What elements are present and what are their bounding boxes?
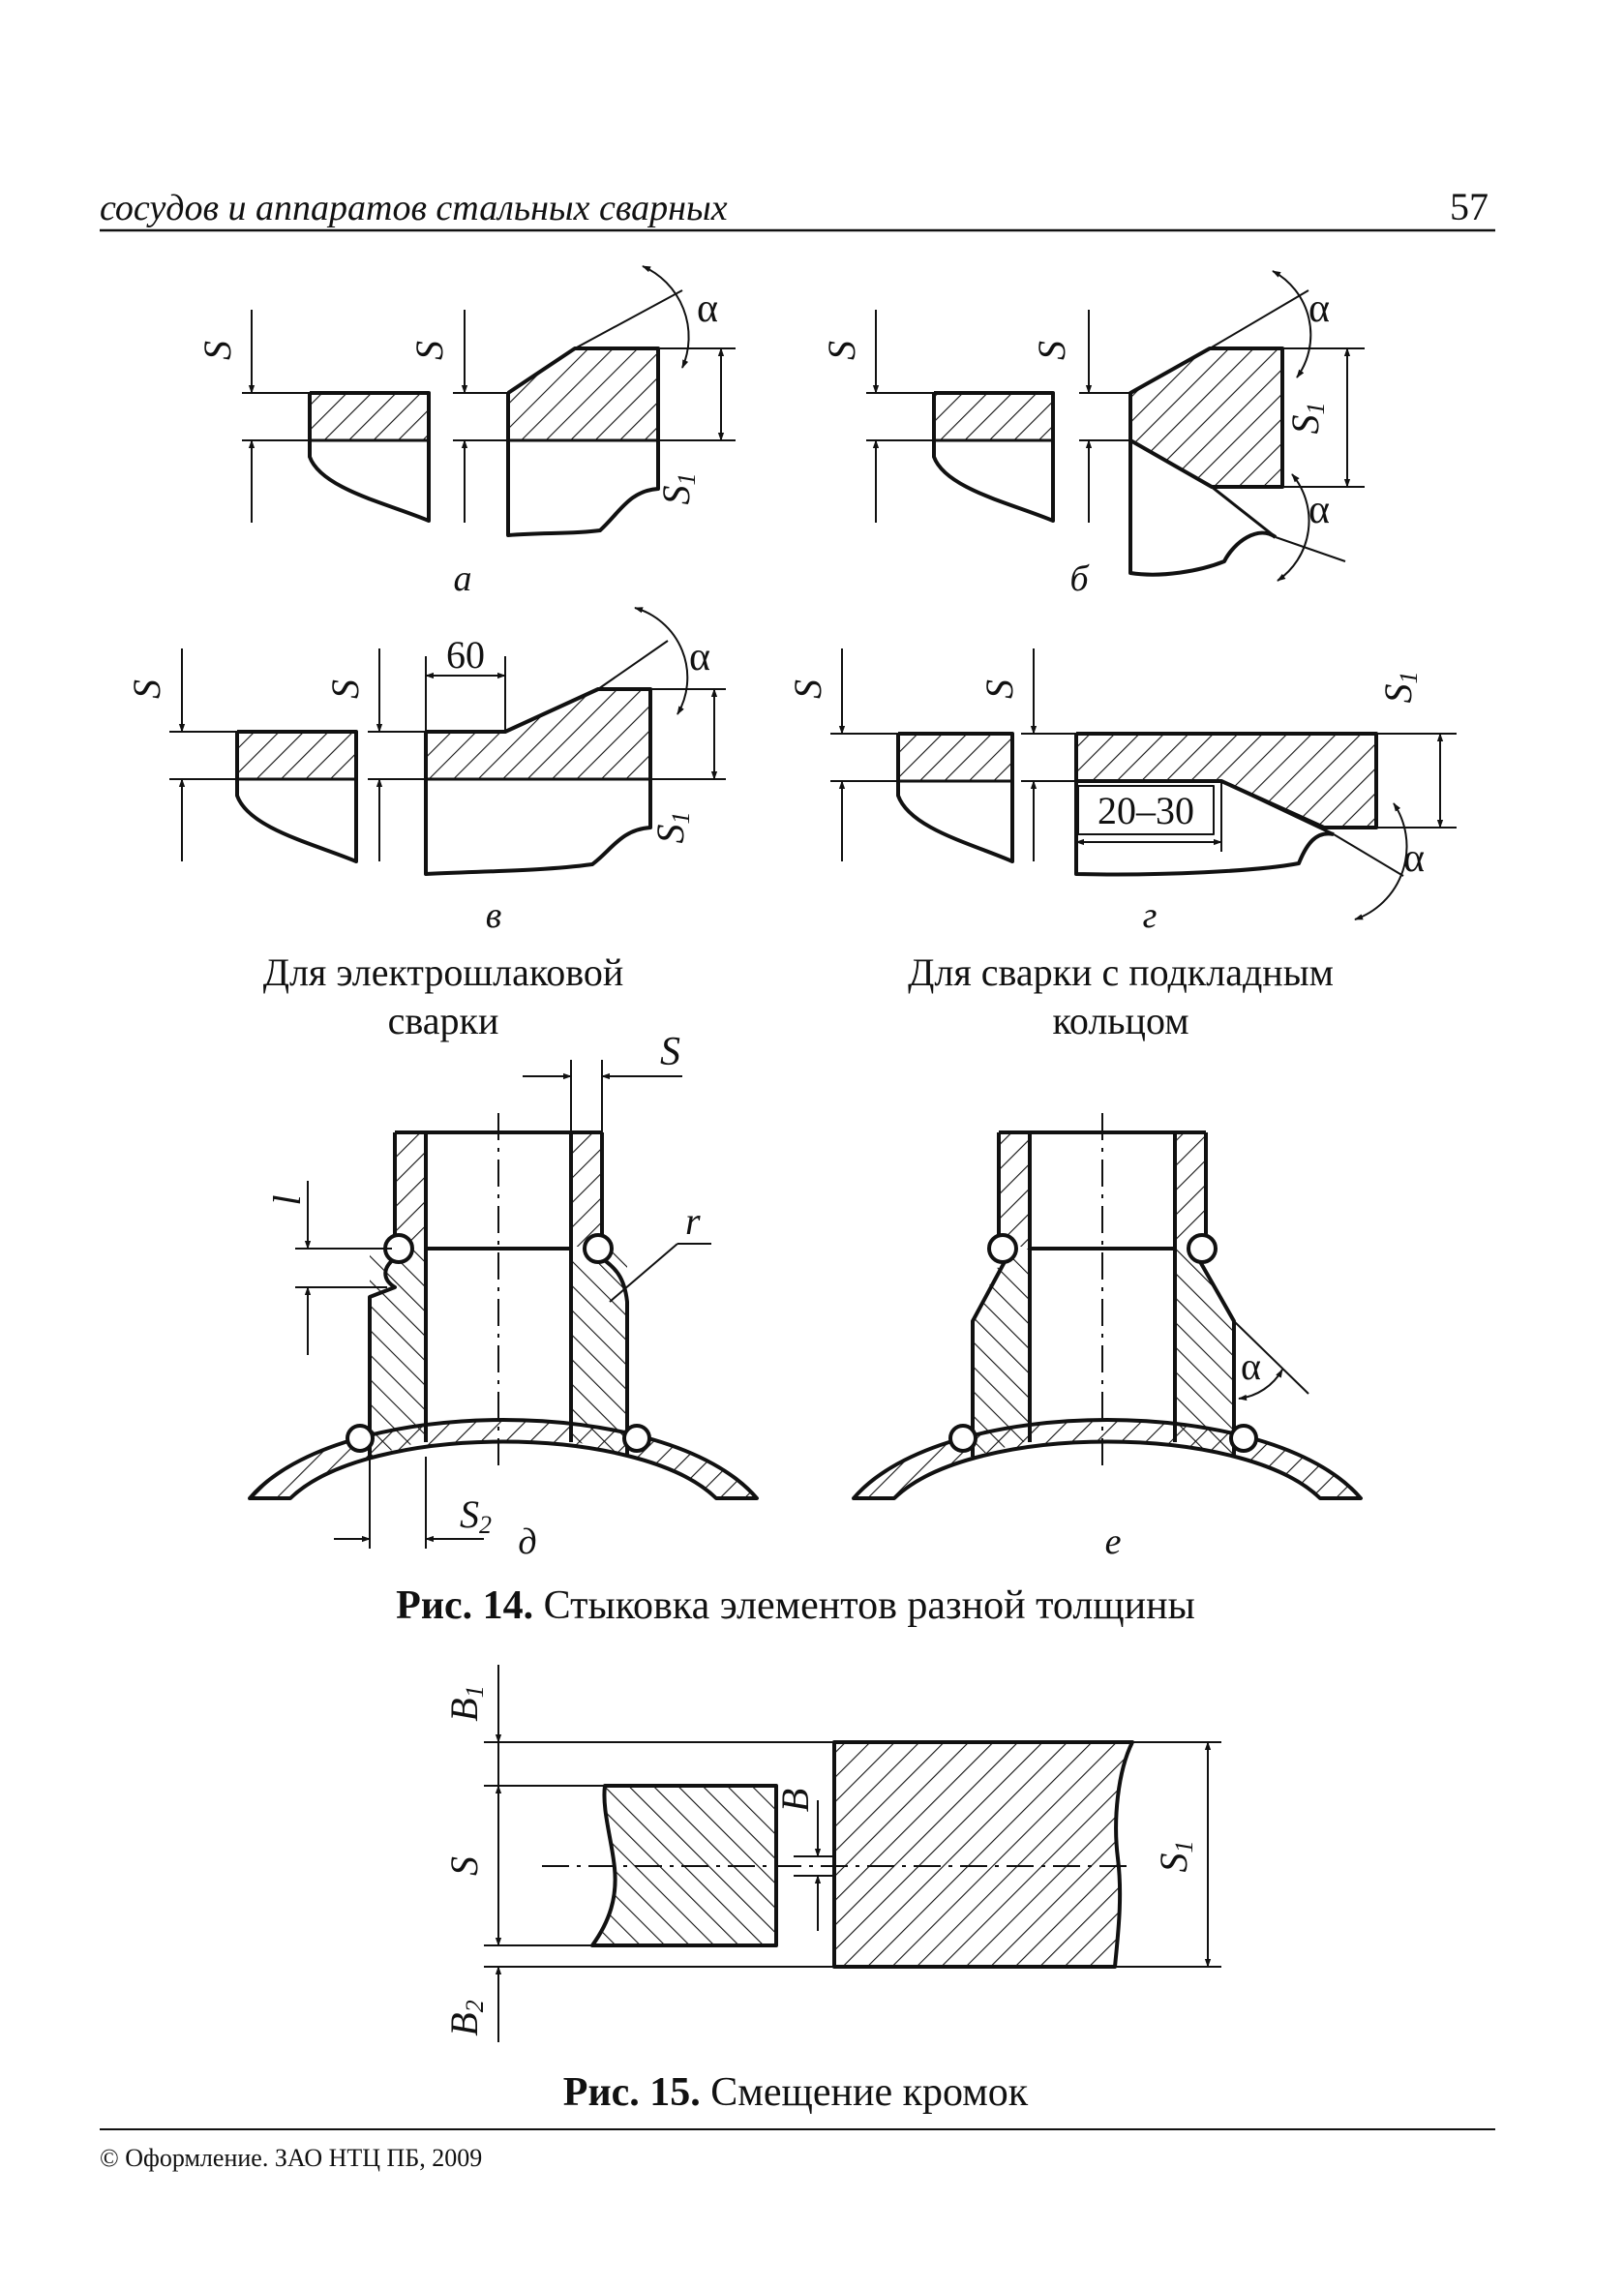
nozzle-outline (346, 1130, 651, 1457)
dim-s2 (334, 1457, 484, 1549)
figure-14: S S α S1 а (125, 265, 1457, 1628)
dim-s-thin (830, 648, 898, 861)
dim-20-30 (1075, 781, 1222, 852)
label-s: S (195, 341, 239, 360)
panel-g: S 20–30 S (786, 648, 1457, 936)
label-b: B (773, 1789, 817, 1812)
label-alpha-top: α (1308, 286, 1330, 331)
dim-l (295, 1181, 392, 1355)
dim-s-thin (169, 648, 237, 861)
label-s1: S1 (654, 473, 701, 505)
page-header: сосудов и аппаратов стальных сварных 57 (100, 185, 1495, 232)
figure-15-caption: Рис. 15. Смещение кромок (563, 2070, 1029, 2115)
panel-label-b: б (1069, 558, 1090, 599)
dim-60 (425, 656, 506, 732)
dim-s1 (1333, 733, 1457, 920)
running-title: сосудов и аппаратов стальных сварных (100, 188, 728, 228)
label-alpha-bottom: α (1308, 488, 1330, 532)
dim-s1 (574, 265, 736, 441)
label-s: S (407, 341, 451, 360)
page-footer: © Оформление. ЗАО НТЦ ПБ, 2009 (100, 2128, 1495, 2172)
caption-backing-ring: Для сварки с подкладным (908, 950, 1334, 994)
panel-a: S S α S1 а (195, 265, 736, 599)
thin-plate (308, 391, 431, 523)
label-b1: B1 (442, 1685, 489, 1721)
thin-plate (235, 730, 358, 863)
label-s: S (820, 341, 863, 360)
label-s1: S1 (648, 812, 695, 844)
label-alpha: α (1241, 1344, 1261, 1388)
label-s: S (786, 679, 829, 699)
label-s2: S2 (460, 1492, 492, 1539)
caption-backing-ring-2: кольцом (1052, 999, 1188, 1042)
label-s: S (323, 679, 367, 699)
thick-plate (424, 687, 652, 876)
figure-14-caption: Рис. 14. Стыковка элементов разной толщи… (396, 1583, 1195, 1628)
copyright: © Оформление. ЗАО НТЦ ПБ, 2009 (100, 2144, 482, 2172)
label-20-30: 20–30 (1098, 789, 1194, 832)
page-number: 57 (1450, 185, 1489, 228)
caption-electroslag: Для электрошлаковой (263, 950, 624, 994)
label-s: S (442, 1856, 486, 1876)
label-alpha: α (697, 286, 718, 331)
dim-r (609, 1243, 711, 1303)
dim-s-thin (866, 310, 934, 523)
dim-s-near (1021, 648, 1076, 861)
extension-lines (484, 1741, 1221, 1968)
shell (248, 1418, 759, 1500)
panel-v: S 60 S (125, 607, 726, 936)
dim-s1 (1209, 270, 1365, 582)
label-s: S (1030, 341, 1073, 360)
label-s: S (977, 679, 1021, 699)
dim-alpha (1233, 1320, 1309, 1401)
label-s1: S1 (1152, 1841, 1198, 1873)
panel-label-e: е (1105, 1522, 1122, 1562)
label-b2: B2 (442, 2000, 489, 2035)
label-s: S (125, 679, 168, 699)
shell (852, 1418, 1363, 1500)
panel-d: S l r S2 д (248, 1030, 759, 1562)
label-l: l (265, 1194, 309, 1205)
panel-b: S S α (820, 270, 1365, 599)
thick-plate (832, 1740, 1134, 1969)
dim-s-near (1079, 310, 1130, 523)
label-s: S (660, 1030, 680, 1074)
thick-plate (506, 347, 660, 537)
thin-plate (896, 732, 1014, 863)
panel-label-g: г (1143, 895, 1158, 936)
panel-label-d: д (518, 1522, 536, 1562)
label-alpha: α (1403, 836, 1425, 881)
figure-15: B1 S B2 B S1 Рис. 15. Смещение кромок (442, 1665, 1221, 2115)
dim-s-near (368, 648, 426, 861)
label-alpha: α (689, 635, 710, 679)
label-60: 60 (446, 633, 485, 677)
dim-s-near (453, 310, 508, 523)
caption-electroslag-2: сварки (388, 999, 499, 1042)
dim-s-thin (242, 310, 310, 523)
panel-label-a: а (454, 558, 472, 599)
dim-s1 (597, 607, 726, 780)
label-s1: S1 (1283, 403, 1330, 435)
thin-plate (932, 391, 1055, 523)
label-s1: S1 (1376, 672, 1423, 704)
thick-plate (1128, 347, 1284, 577)
dim-s (523, 1060, 682, 1132)
panel-e: α е (852, 1113, 1363, 1562)
panel-label-v: в (486, 895, 502, 936)
label-r: r (685, 1199, 701, 1243)
